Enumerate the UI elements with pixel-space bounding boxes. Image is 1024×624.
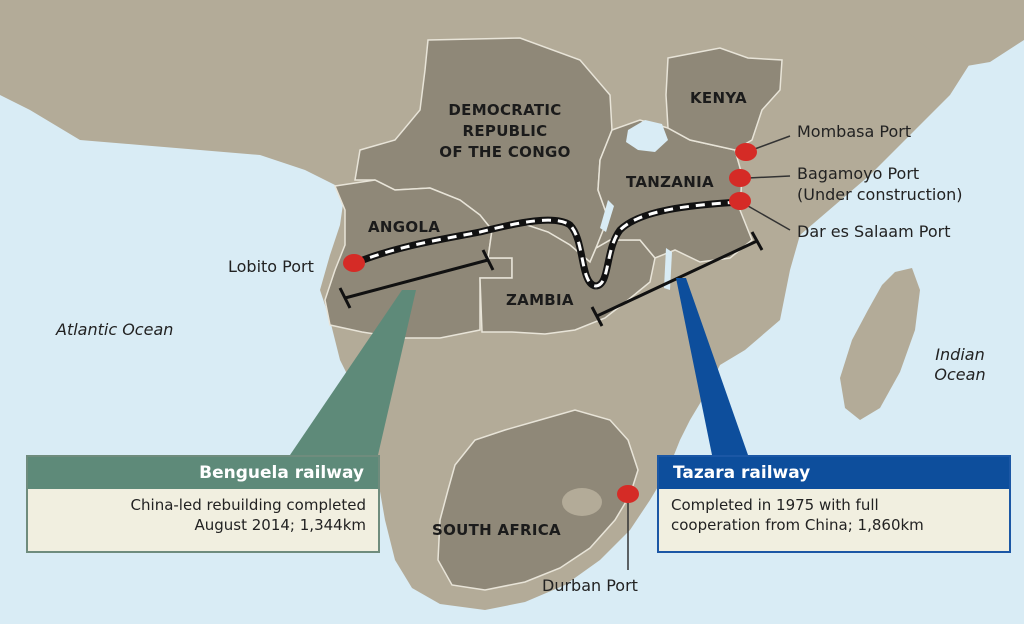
tazara-callout-title: Tazara railway (659, 457, 1009, 489)
benguela-span-line (344, 258, 489, 300)
bagamoyo-port-marker (729, 169, 751, 187)
country-kenya (665, 47, 783, 151)
durban-port-marker (617, 485, 639, 503)
label-indian-line2: Ocean (934, 365, 986, 384)
label-lobito-port: Lobito Port (228, 257, 314, 276)
lake-victoria (626, 120, 668, 152)
label-south-africa: SOUTH AFRICA (432, 521, 561, 539)
tazara-callout-pointer (676, 278, 748, 455)
label-drc: DEMOCRATIC REPUBLIC OF THE CONGO (430, 100, 580, 163)
label-kenya: KENYA (690, 89, 747, 107)
tazara-railway-dash (595, 200, 741, 288)
tazara-callout: Tazara railway Completed in 1975 with fu… (657, 455, 1011, 553)
benguela-callout: Benguela railway China-led rebuilding co… (26, 455, 380, 553)
lobito-port-marker (343, 254, 365, 272)
dar-leader (747, 205, 791, 231)
label-atlantic-ocean: Atlantic Ocean (56, 320, 174, 339)
label-mombasa-port: Mombasa Port (797, 122, 912, 141)
benguela-callout-title: Benguela railway (28, 457, 378, 489)
benguela-desc-line1: China-led rebuilding completed (130, 496, 366, 514)
tazara-span-cap-right (750, 231, 764, 251)
tazara-callout-body: Completed in 1975 with full cooperation … (659, 489, 1009, 541)
madagascar (840, 268, 920, 420)
label-zambia: ZAMBIA (506, 291, 574, 309)
benguela-callout-body: China-led rebuilding completed August 20… (28, 489, 378, 541)
label-angola: ANGOLA (368, 218, 441, 236)
bagamoyo-leader (747, 175, 791, 179)
benguela-desc-line2: August 2014; 1,344km (194, 516, 367, 534)
arabian-land (770, 0, 1024, 68)
benguela-span-cap-left (338, 287, 352, 309)
tazara-span-cap-left (590, 306, 604, 327)
label-indian-ocean: Indian Ocean (920, 345, 1000, 385)
lake-tanganyika (600, 200, 614, 232)
lesotho (562, 488, 602, 516)
tazara-desc-line1: Completed in 1975 with full (671, 496, 879, 514)
label-bagamoyo-line1: Bagamoyo Port (797, 164, 920, 183)
lake-malawi (664, 248, 672, 290)
dar-es-salaam-port-marker (729, 192, 751, 210)
benguela-span-cap-right (481, 249, 495, 271)
label-drc-line3: OF THE CONGO (439, 143, 571, 161)
label-indian-line1: Indian (935, 345, 985, 364)
tazara-desc-line2: cooperation from China; 1,860km (671, 516, 924, 534)
label-drc-line1: DEMOCRATIC (448, 101, 562, 119)
label-drc-line2: REPUBLIC (462, 122, 548, 140)
label-durban-port: Durban Port (542, 576, 638, 595)
benguela-railway-dash (354, 218, 597, 288)
mombasa-port-marker (735, 143, 757, 161)
benguela-callout-pointer (290, 290, 416, 455)
mombasa-leader (751, 135, 791, 151)
label-tanzania: TANZANIA (626, 173, 714, 191)
label-bagamoyo-port: Bagamoyo Port (Under construction) (797, 163, 963, 205)
label-dar-es-salaam-port: Dar es Salaam Port (797, 222, 951, 241)
label-bagamoyo-line2: (Under construction) (797, 185, 963, 204)
country-south-africa (437, 409, 639, 591)
